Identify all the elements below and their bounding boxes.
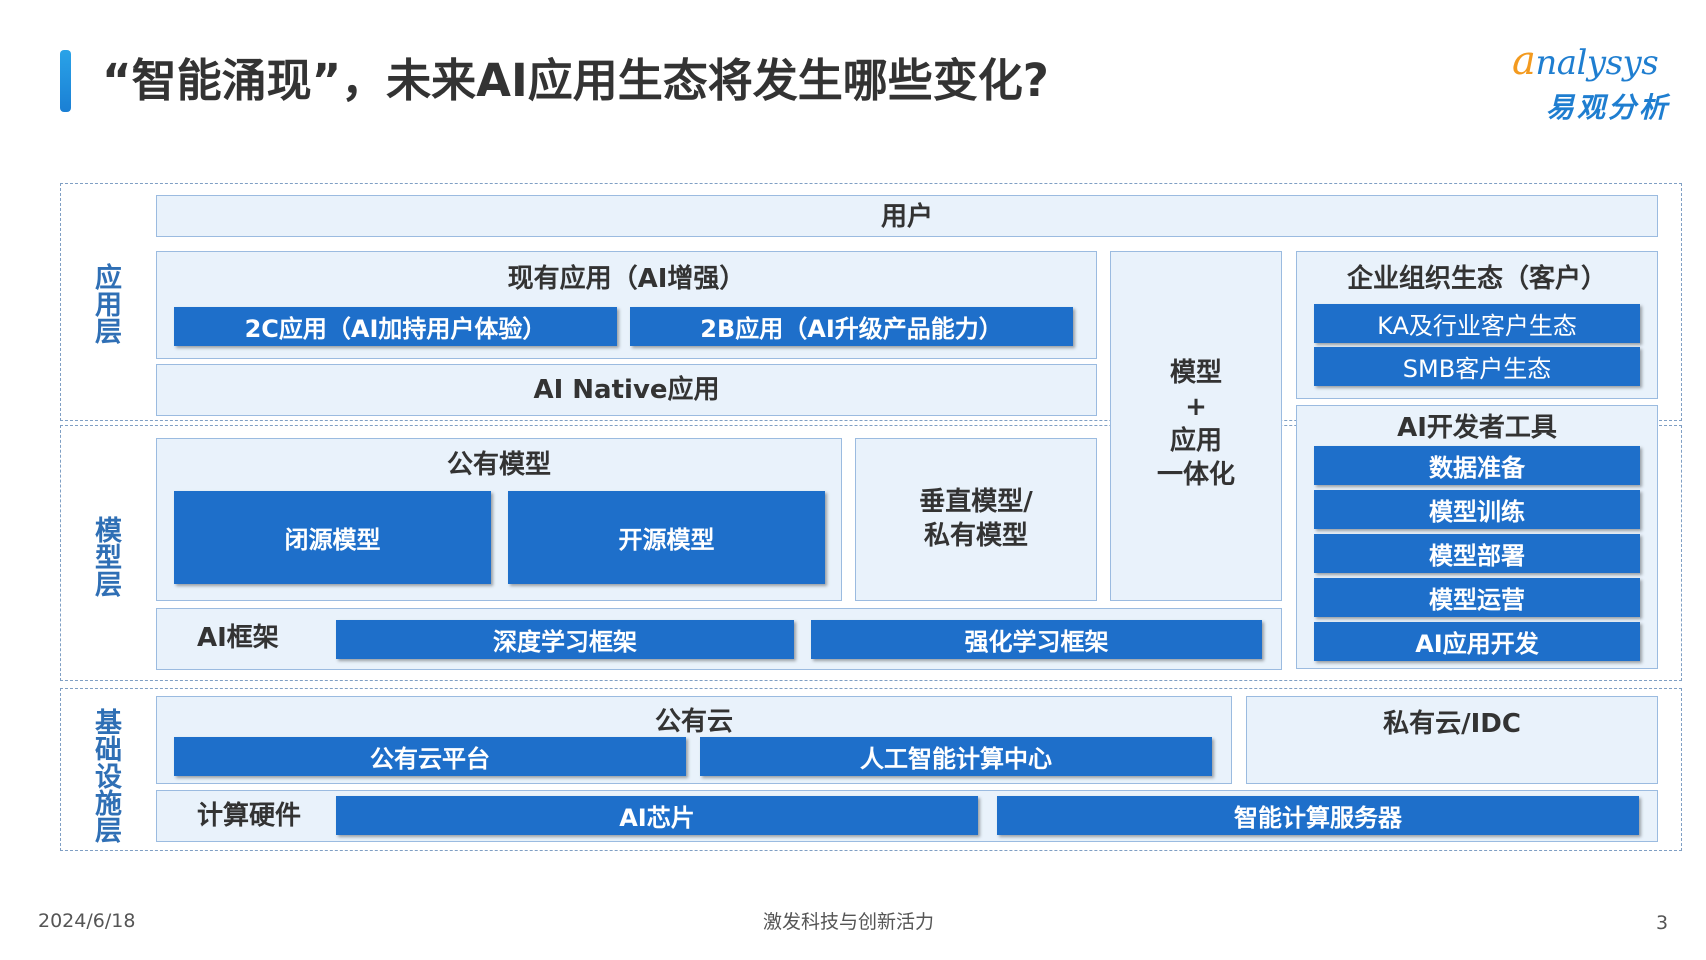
integration-line3: 应用 [1169, 426, 1222, 456]
logo-initial: a [1512, 38, 1536, 84]
footer-slogan: 激发科技与创新活力 [763, 911, 935, 933]
application-layer-band [60, 183, 1682, 421]
page-title: “智能涌现”，未来AI应用生态将发生哪些变化? [102, 54, 1049, 107]
public-cloud-title: 公有云 [654, 707, 733, 737]
integration-panel: 模型 + 应用 一体化 [1110, 251, 1282, 601]
app-2c-box: 2C应用（AI加持用户体验） [174, 307, 617, 346]
footer-date: 2024/6/18 [38, 910, 136, 932]
smb-ecosystem-box: SMB客户生态 [1314, 347, 1640, 386]
private-cloud-label: 私有云/IDC [1383, 709, 1521, 739]
ai-computing-center-box: 人工智能计算中心 [700, 737, 1212, 776]
open-source-model-box: 开源模型 [508, 491, 825, 584]
ai-app-dev-box: AI应用开发 [1314, 622, 1640, 661]
ai-framework-panel: AI框架 深度学习框架 强化学习框架 [156, 608, 1282, 670]
private-cloud-panel: 私有云/IDC [1246, 696, 1658, 784]
infrastructure-layer-label: 基础设施层 [90, 707, 121, 843]
ka-ecosystem-box: KA及行业客户生态 [1314, 304, 1640, 343]
ai-chip-box: AI芯片 [336, 796, 978, 835]
vertical-model-panel: 垂直模型/ 私有模型 [855, 438, 1097, 601]
compute-hardware-label: 计算硬件 [197, 801, 302, 831]
logo-text-cn: 易观分析 [1546, 91, 1671, 124]
infrastructure-layer-band [60, 688, 1682, 851]
user-label: 用户 [880, 202, 933, 232]
existing-apps-panel: 现有应用（AI增强） 2C应用（AI加持用户体验） 2B应用（AI升级产品能力） [156, 251, 1097, 359]
public-models-title: 公有模型 [446, 450, 551, 480]
analysys-logo: analysys [1512, 38, 1659, 84]
reinforcement-learning-framework-box: 强化学习框架 [811, 620, 1262, 659]
model-training-box: 模型训练 [1314, 490, 1640, 529]
deep-learning-framework-box: 深度学习框架 [336, 620, 794, 659]
integration-line2: + [1185, 392, 1207, 422]
data-prep-box: 数据准备 [1314, 446, 1640, 485]
dev-tools-panel: AI开发者工具 数据准备 模型训练 模型部署 模型运营 AI应用开发 [1296, 405, 1658, 669]
dev-tools-title: AI开发者工具 [1397, 413, 1557, 443]
page-number: 3 [1656, 912, 1669, 934]
enterprise-panel: 企业组织生态（客户） KA及行业客户生态 SMB客户生态 [1296, 251, 1658, 399]
model-ops-box: 模型运营 [1314, 578, 1640, 617]
ai-native-panel: AI Native应用 [156, 364, 1097, 416]
compute-hardware-panel: 计算硬件 AI芯片 智能计算服务器 [156, 790, 1658, 842]
existing-apps-title: 现有应用（AI增强） [507, 264, 746, 294]
title-accent-bar [60, 50, 71, 112]
ai-server-box: 智能计算服务器 [997, 796, 1639, 835]
ai-framework-label: AI框架 [197, 623, 279, 653]
vertical-model-line1: 垂直模型/ [919, 487, 1033, 517]
model-layer-band [60, 425, 1682, 681]
integration-line4: 一体化 [1156, 460, 1235, 490]
public-cloud-platform-box: 公有云平台 [174, 737, 686, 776]
public-models-panel: 公有模型 闭源模型 开源模型 [156, 438, 842, 601]
application-layer-label: 应用层 [90, 262, 121, 344]
ai-native-label: AI Native应用 [533, 375, 720, 405]
app-2b-box: 2B应用（AI升级产品能力） [630, 307, 1073, 346]
model-deploy-box: 模型部署 [1314, 534, 1640, 573]
enterprise-title: 企业组织生态（客户） [1346, 264, 1607, 294]
logo-text-en: nalysys [1535, 43, 1659, 83]
model-layer-label: 模型层 [90, 515, 121, 597]
integration-line1: 模型 [1169, 358, 1222, 388]
user-panel: 用户 [156, 195, 1658, 237]
closed-source-model-box: 闭源模型 [174, 491, 491, 584]
vertical-model-line2: 私有模型 [923, 521, 1028, 551]
public-cloud-panel: 公有云 公有云平台 人工智能计算中心 [156, 696, 1232, 784]
